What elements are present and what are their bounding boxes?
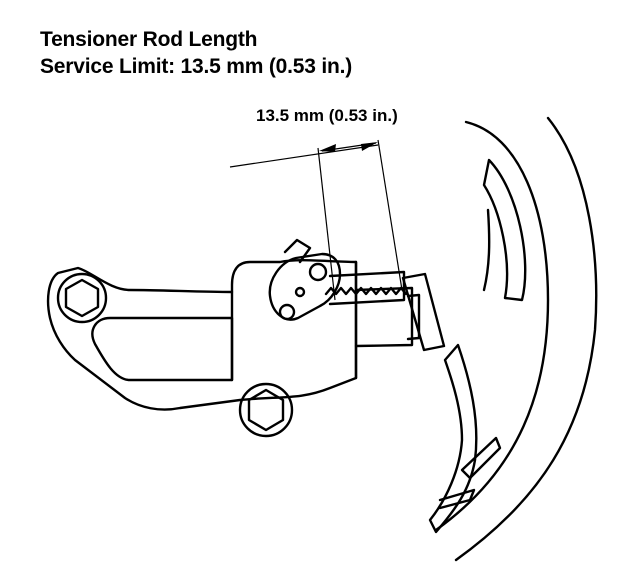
hex-bolt-icon: [56, 272, 294, 438]
dimension-lines: [229, 139, 403, 301]
heading-title: Tensioner Rod Length: [40, 28, 258, 51]
cam-sprocket: [428, 116, 598, 562]
heading-service-limit: Service Limit: 13.5 mm (0.53 in.): [40, 55, 353, 78]
lock-plate: [268, 238, 342, 321]
tensioner-body: [46, 259, 446, 411]
tensioner-rod: [324, 270, 408, 306]
dimension-arrow-icon: [319, 142, 378, 152]
dimension-label: 13.5 mm (0.53 in.): [256, 106, 398, 125]
heading: Tensioner Rod Length Service Limit: 13.5…: [40, 26, 352, 80]
